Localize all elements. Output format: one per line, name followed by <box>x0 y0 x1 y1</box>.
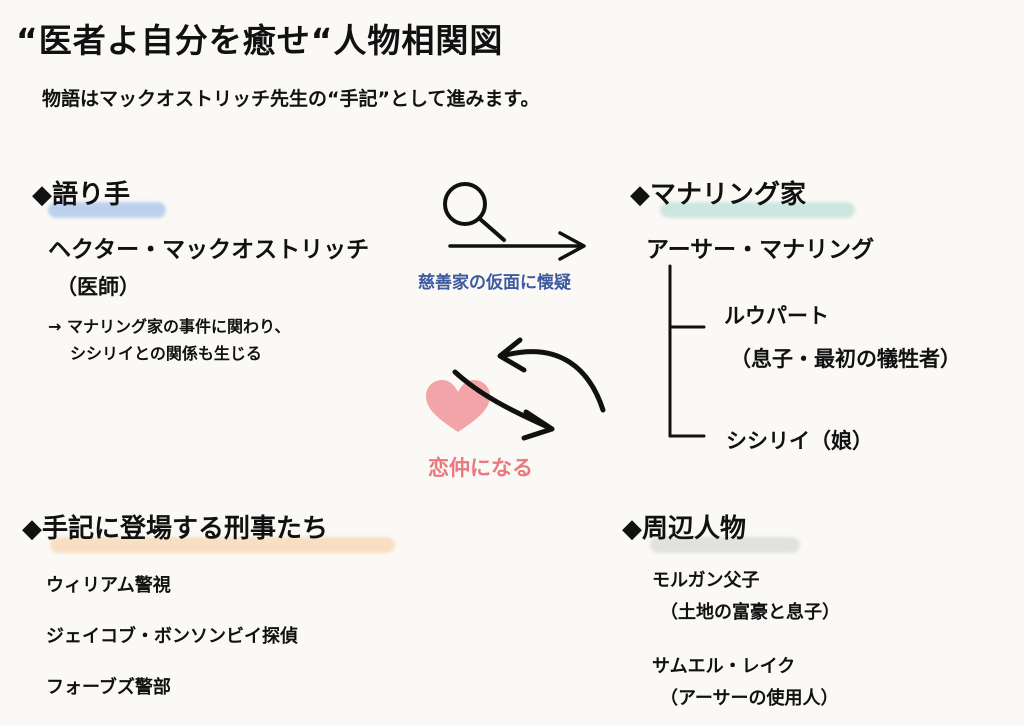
love-arrow <box>452 369 555 441</box>
brush-manaring <box>660 202 855 218</box>
detective-item-2: ジェイコブ・ボンソンビイ探偵 <box>46 626 298 647</box>
brush-detectives <box>50 537 395 553</box>
narrator-note-line2: シシリイとの関係も生じる <box>70 344 262 363</box>
curved-return-arrow <box>497 337 606 413</box>
magnifying-glass-icon <box>443 182 506 242</box>
suspicion-arrow <box>448 231 586 261</box>
rupert-role: （息子・最初の犠牲者） <box>730 347 961 371</box>
cicely-name: シシリイ（娘） <box>726 429 873 453</box>
heading-narrator: ◆語り手 <box>32 180 130 210</box>
heart-icon <box>426 380 490 432</box>
brush-surroundings <box>650 537 800 553</box>
rupert-name: ルウパート <box>724 304 829 328</box>
heading-manaring: ◆マナリング家 <box>630 180 806 210</box>
morgan-role: （土地の富豪と息子） <box>660 602 840 623</box>
family-tree-connector <box>668 264 706 438</box>
detective-item-1: ウィリアム警視 <box>46 575 171 596</box>
morgan-name: モルガン父子 <box>652 570 760 591</box>
arthur-name: アーサー・マナリング <box>646 237 875 263</box>
detective-item-3: フォーブズ警部 <box>46 677 171 698</box>
diagram-subtitle: 物語はマックオストリッチ先生の“手記”として進みます。 <box>42 88 540 110</box>
samuel-name: サムエル・レイク <box>652 656 796 677</box>
samuel-role: （アーサーの使用人） <box>660 688 839 709</box>
brush-narrator <box>48 202 166 218</box>
narrator-name: ヘクター・マックオストリッチ <box>48 237 370 263</box>
diagram-title: “医者よ自分を癒せ“人物相関図 <box>16 21 504 60</box>
love-label: 恋仲になる <box>428 456 533 480</box>
heading-surroundings: ◆周辺人物 <box>622 514 746 544</box>
heading-detectives: ◆手記に登場する刑事たち <box>22 514 328 544</box>
suspicion-label: 慈善家の仮面に懐疑 <box>418 273 571 293</box>
narrator-role: （医師） <box>56 275 140 299</box>
narrator-note-line1: → マナリング家の事件に関わり、 <box>48 317 291 336</box>
